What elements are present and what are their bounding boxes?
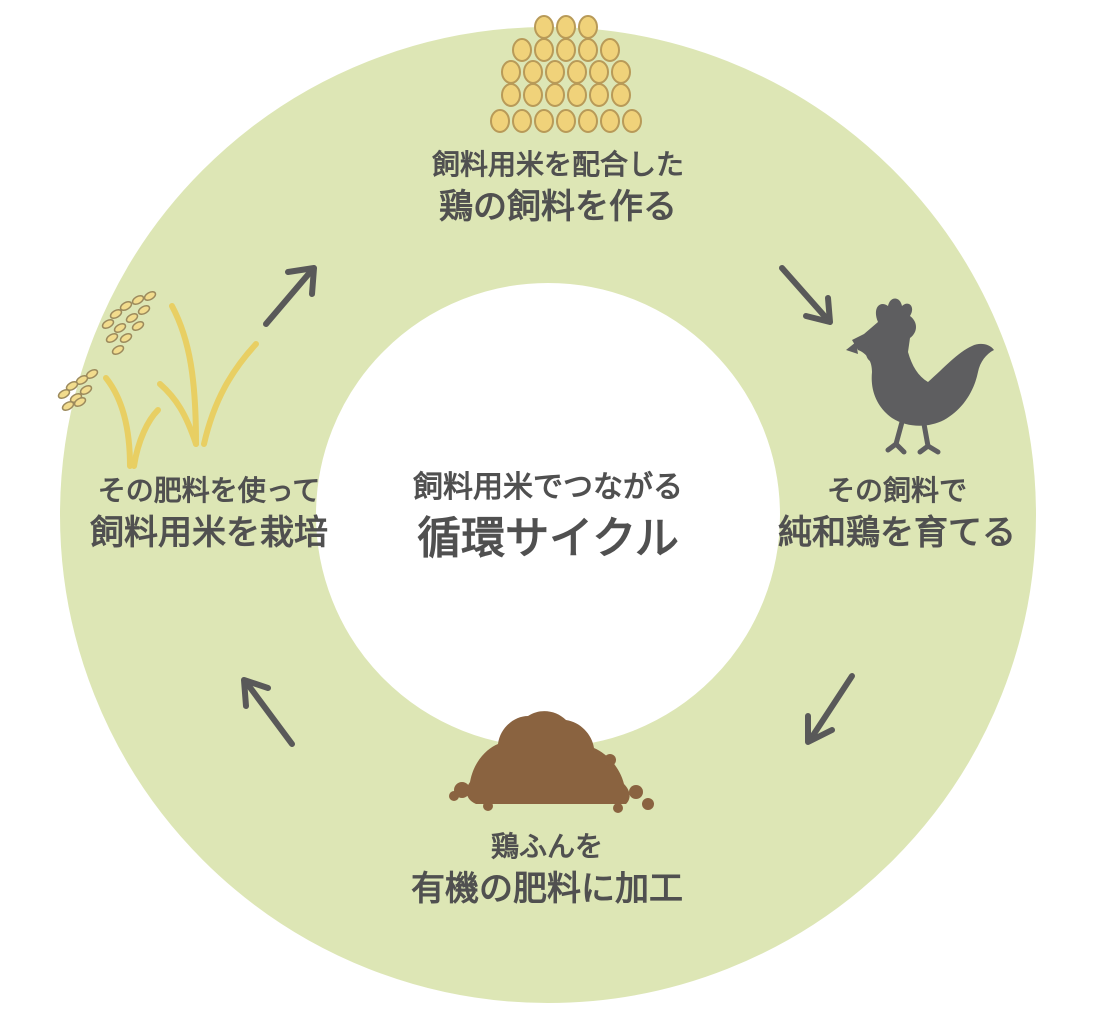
rice-grain [534, 38, 554, 62]
rice-grain [137, 304, 151, 316]
rice-grain [545, 60, 565, 84]
rice-grain [143, 290, 157, 302]
rice-grain [523, 60, 543, 84]
step-raise: その飼料で 純和鶏を育てる [752, 472, 1042, 556]
rice-grain [567, 60, 587, 84]
rice-grain [611, 83, 631, 107]
rice-grain [119, 332, 133, 344]
rice-grain [125, 312, 139, 324]
step-raise-line2: 純和鶏を育てる [778, 513, 1016, 553]
rice-grain [105, 332, 119, 344]
step-feed-line1: 飼料用米を配合した [431, 148, 684, 181]
rice-grain [534, 109, 554, 133]
cycle-center-title: 飼料用米でつながる 循環サイクル [398, 466, 698, 568]
step-manure: 鶏ふんを 有機の肥料に加工 [372, 828, 722, 912]
arrow-manure-to-grow [241, 677, 295, 747]
rice-grain [556, 109, 576, 133]
rice-grain [611, 60, 631, 84]
rice-grain [567, 83, 587, 107]
cycle-ring [60, 27, 1036, 1003]
rice-grain [600, 109, 620, 133]
rice-grain [545, 83, 565, 107]
rice-grain [57, 388, 71, 400]
rice-grain [589, 60, 609, 84]
rice-grain-pile-icon [490, 15, 642, 133]
rice-grain [534, 15, 554, 39]
rice-grain [589, 83, 609, 107]
step-grow-line2: 飼料用米を栽培 [90, 513, 328, 553]
rice-grain [131, 320, 145, 332]
rice-grain [73, 396, 87, 408]
arrow-raise-to-manure [805, 673, 855, 745]
rice-grain [501, 83, 521, 107]
center-subtitle: 飼料用米でつながる [413, 470, 683, 505]
step-grow-line1: その肥料を使って [97, 474, 321, 507]
rice-grain [119, 300, 133, 312]
rice-grain [61, 400, 75, 412]
rice-grain [523, 83, 543, 107]
rice-grain [111, 344, 125, 356]
step-manure-line1: 鶏ふんを [490, 830, 603, 863]
rice-grain [501, 60, 521, 84]
cycle-arrows [241, 265, 855, 747]
rice-grain [79, 384, 93, 396]
rice-plant-icon [57, 290, 259, 469]
chicken-icon [846, 298, 994, 455]
rice-grain [512, 38, 532, 62]
rice-grain [101, 318, 115, 330]
rice-grain [113, 322, 127, 334]
step-grow: その肥料を使って 飼料用米を栽培 [64, 472, 354, 556]
rice-grain [556, 38, 576, 62]
rice-grain [578, 38, 598, 62]
rice-grain [556, 15, 576, 39]
rice-grain [490, 109, 510, 133]
rice-grain [131, 294, 145, 306]
arrow-grow-to-feed [263, 265, 317, 327]
step-feed-line2: 鶏の飼料を作る [439, 187, 677, 227]
center-title: 循環サイクル [417, 513, 679, 564]
rice-grain [578, 15, 598, 39]
rice-grain [600, 38, 620, 62]
rice-grain [578, 109, 598, 133]
arrow-feed-to-raise [779, 265, 833, 325]
step-manure-line2: 有機の肥料に加工 [411, 869, 683, 909]
step-feed: 飼料用米を配合した 鶏の飼料を作る [388, 146, 728, 230]
step-raise-line1: その飼料で [826, 474, 967, 507]
manure-pile-icon [449, 711, 654, 813]
rice-grain [109, 308, 123, 320]
rice-grain [622, 109, 642, 133]
rice-grain [512, 109, 532, 133]
